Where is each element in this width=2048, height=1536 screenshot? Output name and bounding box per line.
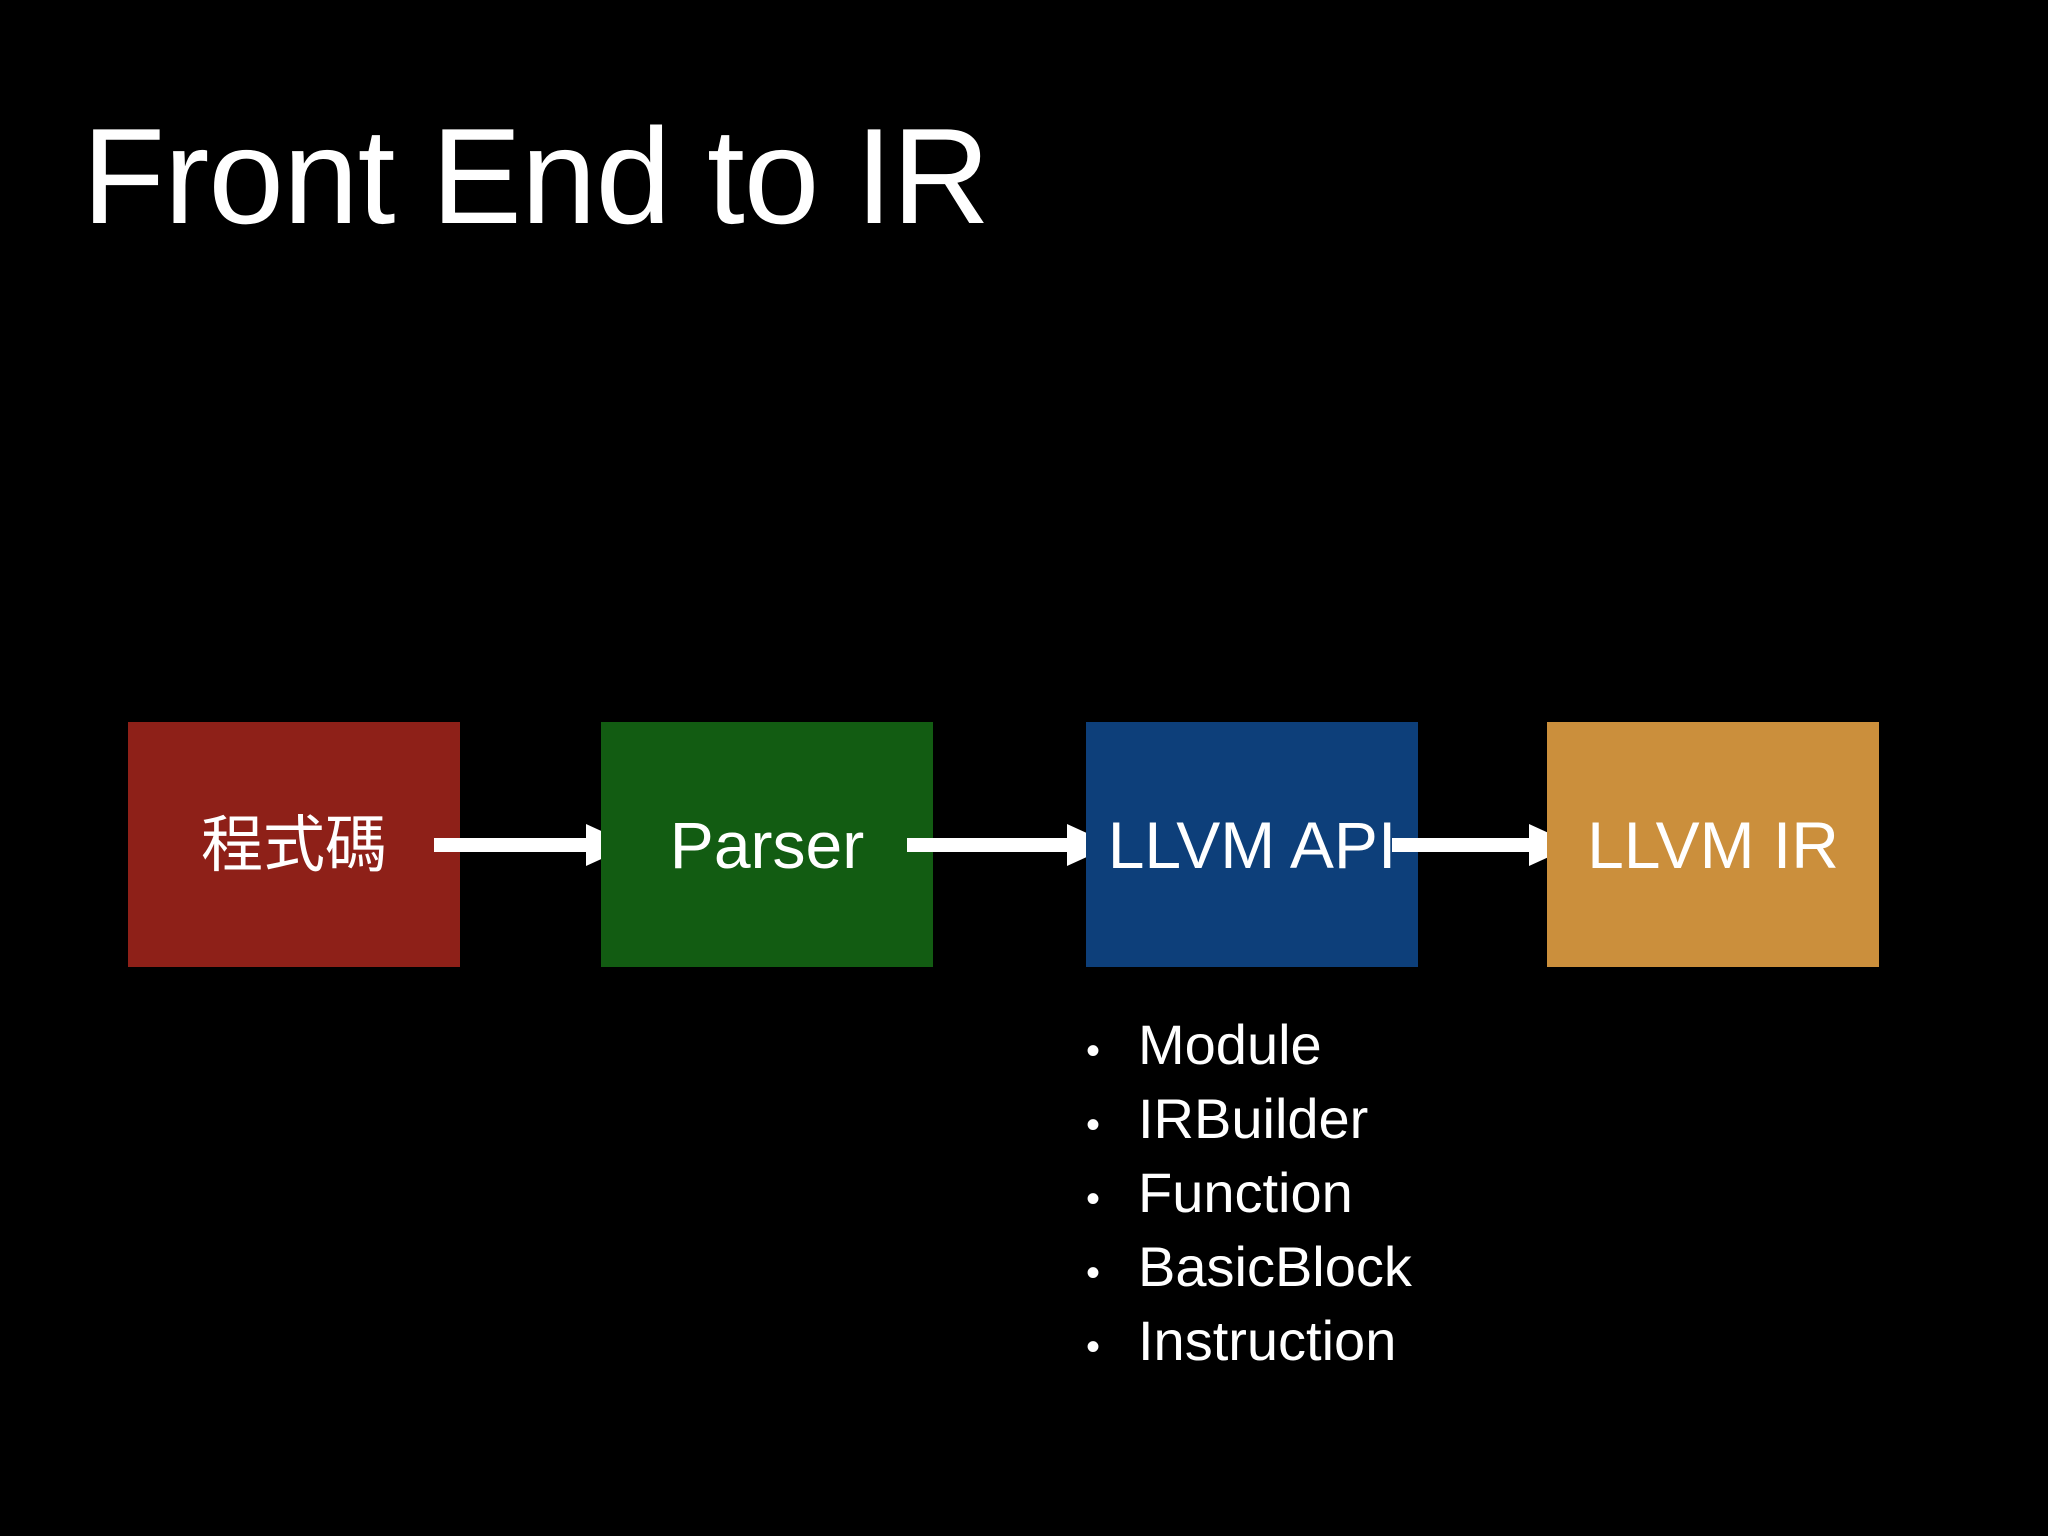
list-item: • Function xyxy=(1086,1156,1412,1230)
list-item: • Module xyxy=(1086,1008,1412,1082)
list-item-label: BasicBlock xyxy=(1138,1235,1412,1298)
bullet-dot-icon: • xyxy=(1086,1103,1101,1147)
list-item-label: Module xyxy=(1138,1013,1322,1076)
pipeline-stage-llvm-api: LLVM API xyxy=(1086,722,1418,967)
pipeline-diagram: 程式碼 Parser LLVM API LLVM IR xyxy=(0,722,2048,972)
arrow-right-icon-2 xyxy=(907,822,1113,868)
list-item-label: Instruction xyxy=(1138,1309,1397,1372)
list-item: • IRBuilder xyxy=(1086,1082,1412,1156)
arrow-right-icon-3 xyxy=(1392,822,1575,868)
bullet-dot-icon: • xyxy=(1086,1251,1101,1295)
list-item: • BasicBlock xyxy=(1086,1230,1412,1304)
list-item-label: IRBuilder xyxy=(1138,1087,1369,1150)
bullet-dot-icon: • xyxy=(1086,1029,1101,1073)
pipeline-stage-label-llvm-ir: LLVM IR xyxy=(1587,807,1839,882)
pipeline-stage-label-llvm-api: LLVM API xyxy=(1107,807,1397,882)
pipeline-stage-label-parser: Parser xyxy=(669,807,865,882)
list-item-label: Function xyxy=(1138,1161,1353,1224)
page-title: Front End to IR xyxy=(82,100,990,252)
pipeline-stage-llvm-ir: LLVM IR xyxy=(1547,722,1879,967)
pipeline-stage-source-code: 程式碼 xyxy=(128,722,460,967)
bullet-dot-icon: • xyxy=(1086,1325,1101,1369)
list-item: • Instruction xyxy=(1086,1304,1412,1378)
bullet-dot-icon: • xyxy=(1086,1177,1101,1221)
arrow-right-icon-1 xyxy=(434,822,632,868)
pipeline-stage-parser: Parser xyxy=(601,722,933,967)
llvm-api-bullet-list: • Module • IRBuilder • Function • BasicB… xyxy=(1086,1008,1412,1378)
pipeline-stage-label-source-code: 程式碼 xyxy=(200,807,387,881)
